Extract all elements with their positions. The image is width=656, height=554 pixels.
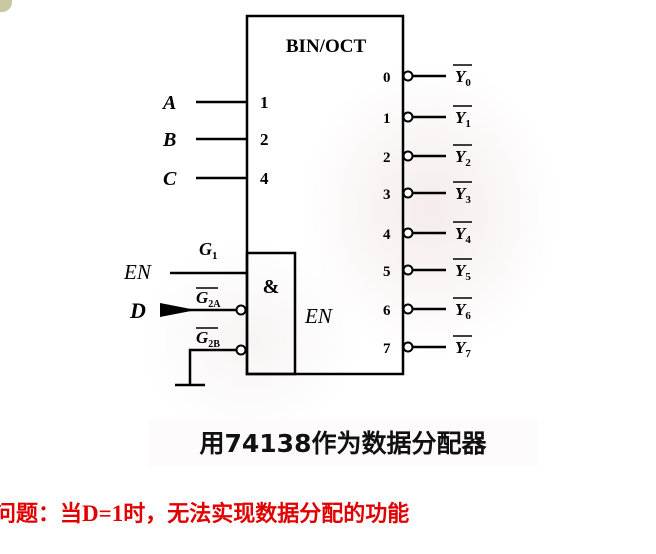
chip-title: BIN/OCT	[286, 36, 367, 57]
output-pin-3: 3	[383, 187, 391, 203]
input-pin-2: 2	[260, 130, 269, 149]
d-label: D	[129, 298, 146, 323]
output-label-7: Y7	[455, 338, 471, 360]
input-pin-4: 4	[260, 169, 269, 188]
note-part-1: 问题：当	[0, 502, 83, 527]
g2a-bubble	[235, 304, 247, 316]
g2a-label: G2A	[196, 288, 221, 310]
input-a-label: A	[161, 92, 176, 114]
note-part-3: 时，无法实现数据分配的功能	[123, 502, 410, 527]
output-pin-6: 6	[383, 303, 391, 319]
output-label-0: Y0	[455, 67, 471, 89]
output-label-6: Y6	[455, 300, 471, 322]
output-bubble-4	[402, 227, 414, 239]
output-label-4: Y4	[455, 224, 471, 246]
output-label-1: Y1	[455, 108, 471, 130]
g1-label: G1	[199, 239, 218, 262]
output-bubble-0	[402, 70, 414, 82]
caption-box: 用74138作为数据分配器	[148, 420, 538, 466]
output-label-5: Y5	[455, 261, 471, 283]
output-pin-1: 1	[383, 111, 391, 127]
caption: 用74138作为数据分配器	[199, 429, 487, 458]
output-pin-7: 7	[383, 341, 391, 357]
output-bubble-6	[402, 303, 414, 315]
output-bubble-5	[402, 264, 414, 276]
output-pin-0: 0	[383, 70, 391, 86]
output-bubble-7	[402, 341, 414, 353]
and-block	[245, 251, 297, 376]
d-arrow	[160, 303, 196, 317]
g2b-line	[188, 348, 236, 385]
note-part-2: D=1	[82, 501, 124, 526]
en-inner-label: EN	[304, 304, 333, 328]
input-c-label: C	[163, 168, 177, 190]
note: 问题：当D=1时，无法实现数据分配的功能	[0, 496, 409, 528]
output-bubble-3	[402, 187, 414, 199]
output-bubble-2	[402, 150, 414, 162]
output-label-3: Y3	[455, 184, 471, 206]
output-pin-2: 2	[383, 150, 391, 166]
en-input-label: EN	[123, 260, 152, 284]
input-b-label: B	[162, 129, 176, 151]
input-pin-1: 1	[260, 93, 269, 112]
outputs-group: 0 Y0 1 Y1 2 Y2 3 Y3 4 Y4 5 Y5 6 Y6 7 Y7	[383, 64, 472, 360]
output-pin-5: 5	[383, 264, 391, 280]
output-bubble-1	[402, 111, 414, 123]
corner-decoration	[0, 0, 12, 12]
output-label-2: Y2	[455, 147, 471, 169]
and-symbol: &	[263, 276, 280, 298]
g2b-bubble	[235, 344, 247, 356]
output-pin-4: 4	[383, 227, 391, 243]
g2b-label: G2B	[196, 328, 220, 350]
